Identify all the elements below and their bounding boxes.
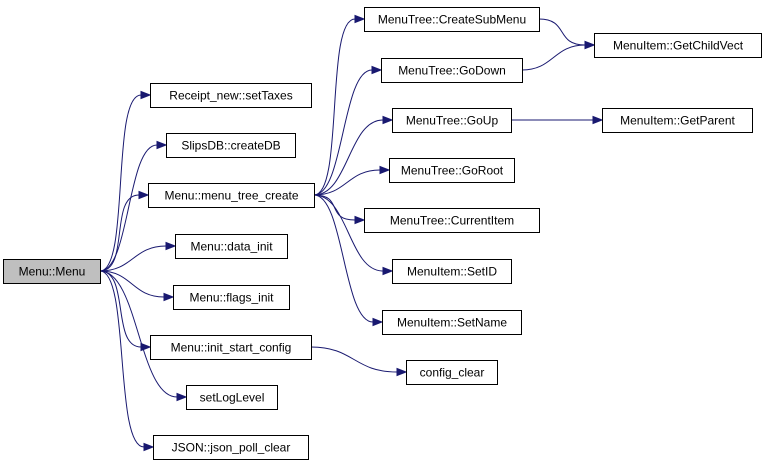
node-slipsdb_createdb[interactable]: SlipsDB::createDB: [166, 133, 296, 158]
node-setloglevel[interactable]: setLogLevel: [186, 385, 278, 410]
call-edge-menu_menu-to-setloglevel: [99, 270, 178, 398]
node-label-godown: MenuTree::GoDown: [398, 64, 506, 78]
arrowhead-menu_tree_create-to-setname: [372, 317, 384, 327]
node-box-menu_menu: [3, 259, 101, 284]
node-getchildvect[interactable]: MenuItem::GetChildVect: [594, 33, 762, 58]
node-label-slipsdb_createdb: SlipsDB::createDB: [181, 139, 280, 153]
arrowhead-menu_menu-to-menu_tree_create: [138, 190, 150, 200]
node-label-goroot: MenuTree::GoRoot: [401, 164, 504, 178]
arrowhead-menu_tree_create-to-setid: [382, 266, 394, 276]
call-edge-init_start_config-to-config_clear: [310, 346, 398, 373]
node-label-receipt_settaxes: Receipt_new::setTaxes: [169, 89, 292, 103]
node-label-setname: MenuItem::SetName: [397, 316, 507, 330]
node-box-init_start_config: [150, 335, 312, 360]
node-json_poll_clear[interactable]: JSON::json_poll_clear: [153, 435, 309, 460]
arrowhead-menu_menu-to-receipt_settaxes: [140, 90, 152, 100]
node-receipt_settaxes[interactable]: Receipt_new::setTaxes: [150, 83, 312, 108]
arrowhead-menu_tree_create-to-goup: [382, 115, 394, 125]
node-box-receipt_settaxes: [150, 83, 312, 108]
node-box-goroot: [389, 158, 515, 183]
node-box-data_init: [175, 234, 288, 259]
call-edge-godown-to-getchildvect: [521, 44, 586, 71]
call-graph-edges: [99, 14, 604, 452]
call-edge-menu_menu-to-init_start_config: [99, 270, 142, 348]
arrowhead-menu_menu-to-json_poll_clear: [143, 442, 155, 452]
node-menu_menu[interactable]: Menu::Menu: [3, 259, 101, 284]
node-label-setloglevel: setLogLevel: [200, 391, 265, 405]
node-box-setname: [382, 310, 522, 335]
arrowhead-godown-to-getchildvect: [584, 40, 596, 50]
node-label-setid: MenuItem::SetID: [407, 265, 497, 279]
call-edge-createsubmenu-to-getchildvect: [538, 18, 586, 46]
node-box-menu_tree_create: [148, 183, 315, 208]
node-label-menu_tree_create: Menu::menu_tree_create: [164, 189, 298, 203]
arrowhead-menu_tree_create-to-godown: [371, 65, 383, 75]
node-label-flags_init: Menu::flags_init: [189, 291, 274, 305]
call-edge-menu_tree_create-to-goroot: [313, 169, 381, 196]
node-box-slipsdb_createdb: [166, 133, 296, 158]
node-setname[interactable]: MenuItem::SetName: [382, 310, 522, 335]
node-setid[interactable]: MenuItem::SetID: [392, 259, 512, 284]
node-getparent[interactable]: MenuItem::GetParent: [602, 108, 753, 133]
node-goroot[interactable]: MenuTree::GoRoot: [389, 158, 515, 183]
arrowhead-menu_tree_create-to-createsubmenu: [354, 14, 366, 24]
call-edge-menu_tree_create-to-createsubmenu: [313, 18, 356, 196]
node-goup[interactable]: MenuTree::GoUp: [392, 108, 512, 133]
node-config_clear[interactable]: config_clear: [406, 360, 498, 385]
node-box-setloglevel: [186, 385, 278, 410]
node-data_init[interactable]: Menu::data_init: [175, 234, 288, 259]
node-label-createsubmenu: MenuTree::CreateSubMenu: [378, 13, 526, 27]
node-label-currentitem: MenuTree::CurrentItem: [390, 214, 514, 228]
node-box-getparent: [602, 108, 753, 133]
call-edge-menu_tree_create-to-setname: [313, 194, 374, 323]
node-box-createsubmenu: [364, 7, 540, 32]
node-label-goup: MenuTree::GoUp: [406, 114, 499, 128]
call-edge-menu_tree_create-to-goup: [313, 119, 384, 196]
arrowhead-menu_menu-to-flags_init: [163, 292, 175, 302]
call-edge-menu_tree_create-to-setid: [313, 194, 384, 272]
node-box-json_poll_clear: [153, 435, 309, 460]
call-graph-nodes: Menu::Menu Receipt_new::setTaxesSlipsDB::…: [3, 7, 762, 460]
arrowhead-menu_menu-to-slipsdb_createdb: [156, 140, 168, 150]
node-init_start_config[interactable]: Menu::init_start_config: [150, 335, 312, 360]
call-edge-menu_tree_create-to-godown: [313, 69, 373, 196]
call-edge-menu_menu-to-receipt_settaxes: [99, 94, 142, 272]
node-box-flags_init: [173, 285, 290, 310]
node-label-json_poll_clear: JSON::json_poll_clear: [172, 441, 291, 455]
call-edge-menu_menu-to-slipsdb_createdb: [99, 144, 158, 272]
arrowhead-init_start_config-to-config_clear: [396, 367, 408, 377]
node-box-setid: [392, 259, 512, 284]
call-edge-menu_menu-to-json_poll_clear: [99, 270, 145, 448]
arrowhead-menu_menu-to-setloglevel: [176, 392, 188, 402]
node-currentitem[interactable]: MenuTree::CurrentItem: [364, 208, 540, 233]
node-createsubmenu[interactable]: MenuTree::CreateSubMenu: [364, 7, 540, 32]
arrowhead-goup-to-getparent: [592, 115, 604, 125]
node-box-goup: [392, 108, 512, 133]
node-label-config_clear: config_clear: [420, 366, 485, 380]
node-box-godown: [381, 58, 523, 83]
node-godown[interactable]: MenuTree::GoDown: [381, 58, 523, 83]
call-edge-menu_menu-to-menu_tree_create: [99, 194, 140, 272]
call-edge-menu_menu-to-data_init: [99, 245, 167, 272]
arrowhead-menu_tree_create-to-currentitem: [354, 215, 366, 225]
node-menu_tree_create[interactable]: Menu::menu_tree_create: [148, 183, 315, 208]
call-edge-menu_menu-to-flags_init: [99, 270, 165, 298]
node-label-getchildvect: MenuItem::GetChildVect: [613, 39, 744, 53]
node-label-init_start_config: Menu::init_start_config: [171, 341, 292, 355]
node-label-getparent: MenuItem::GetParent: [620, 114, 735, 128]
arrowhead-menu_tree_create-to-goroot: [379, 165, 391, 175]
node-box-config_clear: [406, 360, 498, 385]
node-box-currentitem: [364, 208, 540, 233]
node-box-getchildvect: [594, 33, 762, 58]
node-label-menu_menu: Menu::Menu: [19, 265, 86, 279]
node-label-data_init: Menu::data_init: [190, 240, 273, 254]
arrowhead-menu_menu-to-data_init: [165, 241, 177, 251]
node-flags_init[interactable]: Menu::flags_init: [173, 285, 290, 310]
